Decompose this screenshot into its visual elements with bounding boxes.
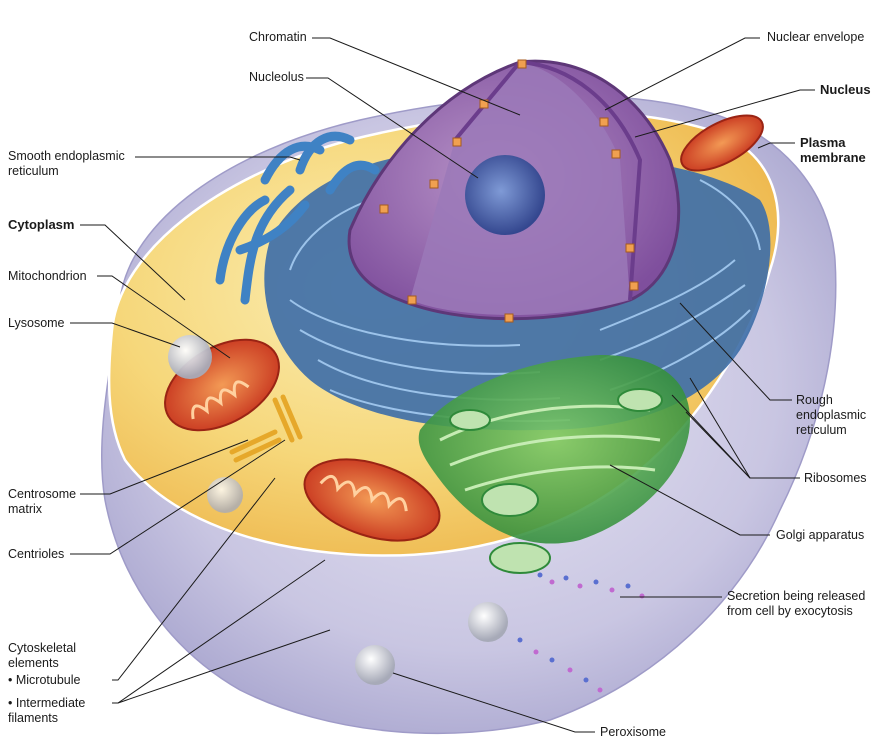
smooth-er (215, 131, 380, 305)
label-rough-er-line3: reticulum (796, 423, 847, 437)
label-intermediate-line1: • Intermediate (8, 696, 86, 710)
vesicle (207, 477, 243, 513)
label-secretion-line1: Secretion being released (727, 589, 866, 603)
label-cytoskeletal-elements: Cytoskeletal elements (8, 641, 76, 671)
label-plasma-line1: Plasma (800, 135, 846, 150)
nucleolus (465, 155, 545, 235)
label-golgi-apparatus: Golgi apparatus (776, 528, 865, 542)
vesicle (468, 602, 508, 642)
leader-lines (70, 37, 815, 733)
label-cytoplasm: Cytoplasm (8, 217, 75, 232)
exocytosis-particles (517, 572, 645, 693)
label-nucleus: Nucleus (820, 82, 871, 97)
label-microtubule: • Microtubule (8, 673, 81, 687)
lysosome (168, 335, 212, 379)
label-chromatin: Chromatin (249, 30, 307, 44)
label-rough-er-line2: endoplasmic (796, 408, 867, 422)
label-intermediate-line2: filaments (8, 711, 59, 725)
label-smooth-er: Smooth endoplasmic reticulum (8, 149, 125, 179)
label-centrioles: Centrioles (8, 547, 65, 561)
label-peroxisome: Peroxisome (600, 725, 666, 739)
mitochondrion-right (680, 114, 764, 172)
nuclear-pores (379, 59, 639, 323)
label-smooth-er-line2: reticulum (8, 164, 59, 178)
label-smooth-er-line1: Smooth endoplasmic (8, 149, 125, 163)
label-secretion: Secretion being released from cell by ex… (727, 589, 865, 619)
label-nucleolus: Nucleolus (249, 70, 304, 84)
label-nuclear-envelope: Nuclear envelope (767, 30, 865, 44)
label-rough-er: Rough endoplasmic reticulum (796, 393, 866, 438)
label-plasma-line2: membrane (800, 150, 866, 165)
label-plasma-membrane: Plasma membrane (800, 135, 866, 165)
label-centrosome-matrix: Centrosome matrix (8, 487, 76, 517)
label-secretion-line2: from cell by exocytosis (727, 604, 853, 618)
label-centrosome-line2: matrix (8, 502, 43, 516)
label-rough-er-line1: Rough (796, 393, 833, 407)
label-centrosome-line1: Centrosome (8, 487, 77, 501)
label-intermediate-filaments: • Intermediate filaments (8, 696, 85, 726)
label-ribosomes: Ribosomes (804, 471, 867, 485)
secretory-vesicles (449, 388, 663, 574)
centrioles (229, 394, 303, 463)
label-cytoskeletal-line2: elements (8, 656, 59, 670)
label-cytoskeletal-line1: Cytoskeletal (8, 641, 77, 655)
label-mitochondrion: Mitochondrion (8, 269, 87, 283)
nuclear-envelope-edge (453, 59, 643, 301)
label-lysosome: Lysosome (8, 316, 65, 330)
peroxisome (355, 645, 395, 685)
mitochondrion-center (303, 458, 441, 542)
